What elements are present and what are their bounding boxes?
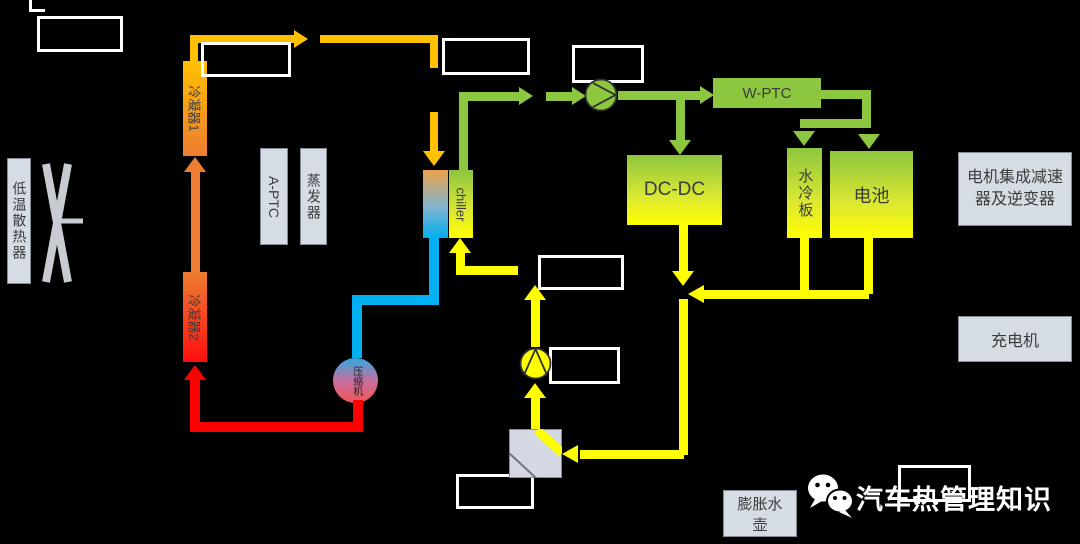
w-ptc-label: W-PTC — [742, 84, 792, 102]
chiller-node: chiller — [449, 170, 473, 238]
pipe-segment — [191, 171, 200, 272]
chiller-refrigerant-side — [423, 170, 448, 238]
arrowhead — [423, 151, 445, 166]
battery-node: 电池 — [830, 151, 913, 238]
evaporator-label: 蒸发器 — [305, 172, 322, 221]
empty-label-box — [456, 474, 534, 509]
arrowhead — [688, 285, 704, 303]
arrowhead — [519, 87, 533, 105]
pipe-segment — [430, 35, 438, 68]
pipe-segment — [580, 450, 684, 459]
charger-label: 充电机 — [990, 333, 1039, 350]
a-ptc-node: A-PTC — [260, 148, 288, 245]
compressor-label: 压缩机 — [350, 365, 362, 396]
empty-label-box — [201, 42, 291, 77]
pipe-segment — [800, 119, 871, 128]
valve-flow-paths — [509, 429, 562, 478]
pipe-segment — [352, 305, 362, 358]
pipe-segment — [456, 266, 518, 275]
pipe-segment — [864, 238, 873, 294]
pipe-segment — [190, 380, 200, 422]
dc-dc-label: DC-DC — [643, 179, 706, 200]
pipe-segment — [459, 92, 519, 101]
water-cooling-plate-node: 水冷板 — [787, 148, 822, 238]
pipe-segment — [800, 238, 809, 296]
pipe-segment — [679, 299, 688, 455]
arrowhead — [858, 134, 880, 149]
pipe-segment — [353, 400, 363, 427]
radiator-node: 低温散热器 — [7, 158, 31, 284]
pipe-segment — [704, 290, 869, 299]
coolant-pump-icon — [584, 78, 618, 112]
pipe-segment — [456, 252, 465, 275]
arrowhead — [672, 271, 694, 286]
a-ptc-label: A-PTC — [266, 175, 282, 218]
arrowhead — [184, 365, 206, 380]
condenser2-node: 冷凝器2 — [183, 272, 207, 362]
arrowhead — [524, 383, 546, 398]
arrowhead — [294, 30, 308, 48]
compressor-node: 压缩机 — [333, 358, 378, 403]
arrowhead — [793, 131, 815, 146]
fan-icon — [42, 163, 83, 283]
pipe-segment — [352, 295, 439, 305]
arrowhead — [562, 445, 578, 463]
empty-label-box — [37, 16, 123, 52]
battery-label: 电池 — [853, 185, 890, 206]
arrowhead — [669, 140, 691, 155]
empty-label-box — [549, 347, 620, 384]
pipe-segment — [190, 422, 363, 432]
empty-label-box — [538, 255, 624, 290]
water-cooling-plate-label: 水冷板 — [796, 167, 814, 219]
empty-label-box — [898, 465, 971, 502]
condenser2-label: 冷凝器2 — [186, 293, 202, 341]
pipe-segment — [546, 92, 572, 101]
empty-label-box — [442, 38, 530, 75]
radiator-label: 低温散热器 — [11, 181, 28, 261]
expansion-tank-node: 膨胀水壶 — [723, 490, 797, 537]
pipe-segment — [459, 97, 468, 170]
pipe-segment — [430, 112, 438, 152]
pipe-segment — [618, 91, 700, 100]
arrowhead — [184, 157, 206, 172]
pipe-segment — [190, 35, 296, 43]
pipe-segment — [531, 300, 540, 347]
motor-reducer-inverter-node: 电机集成减速器及逆变器 — [958, 152, 1072, 226]
arrowhead — [700, 86, 714, 104]
pipe-segment — [821, 90, 871, 99]
pipe-segment — [190, 39, 198, 64]
arrowhead — [572, 87, 586, 105]
watermark-text: 汽车热管理知识 — [856, 485, 1052, 515]
cropped-box-fragment — [29, 0, 45, 12]
evaporator-node: 蒸发器 — [300, 148, 327, 245]
motor-reducer-inverter-label: 电机集成减速器及逆变器 — [966, 169, 1063, 208]
pipe-segment — [531, 398, 540, 429]
pipe-segment — [862, 90, 871, 128]
coolant-pump-icon — [519, 347, 552, 380]
pipe-segment — [676, 100, 685, 140]
condenser1-label: 冷凝器1 — [186, 85, 202, 132]
wechat-icon — [808, 474, 854, 518]
expansion-tank-label: 膨胀水壶 — [737, 495, 783, 534]
pipe-segment — [679, 225, 688, 272]
arrowhead — [449, 238, 471, 253]
chiller-label: chiller — [453, 187, 469, 221]
charger-node: 充电机 — [958, 316, 1072, 362]
dc-dc-node: DC-DC — [627, 155, 722, 225]
pipe-segment — [320, 35, 438, 43]
pipe-segment — [429, 238, 439, 300]
w-ptc-node: W-PTC — [713, 78, 821, 108]
